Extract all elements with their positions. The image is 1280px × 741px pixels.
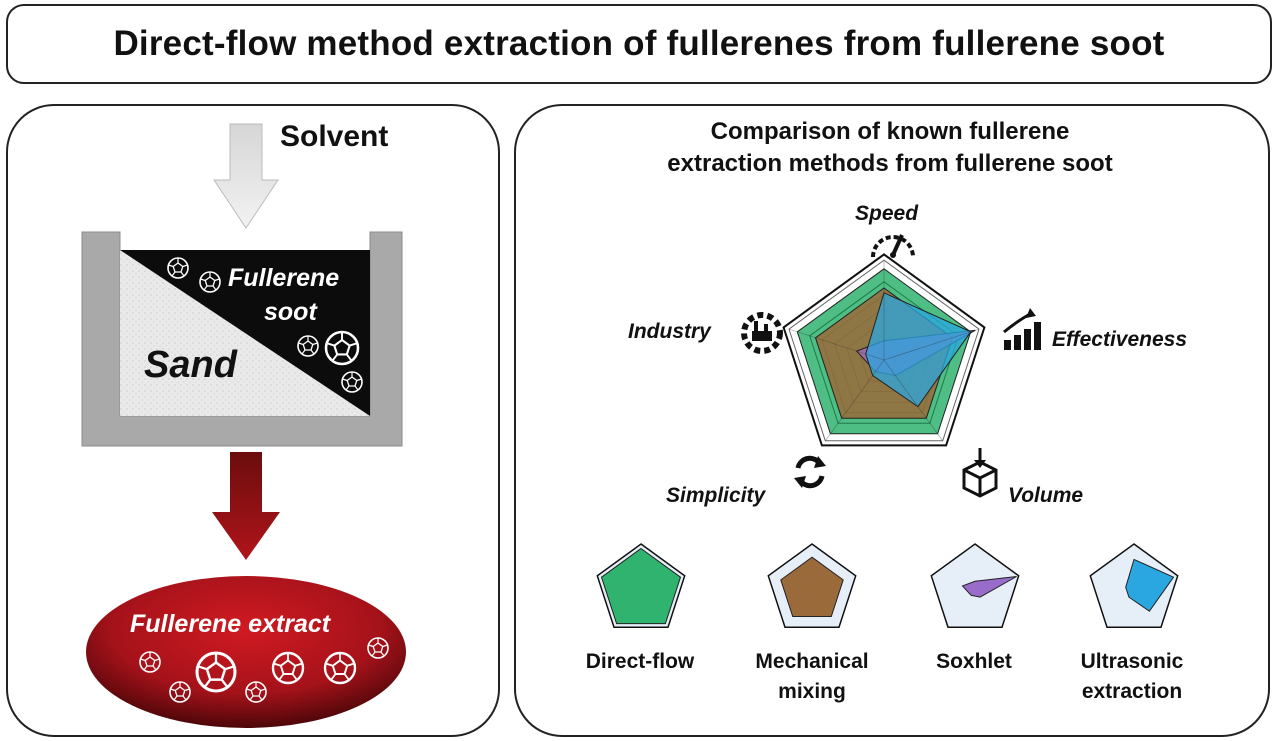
comparison-heading-line2: extraction methods from fullerene soot: [667, 150, 1113, 177]
refresh-cycle-icon: [794, 455, 826, 489]
method-label-ultrasonic: Ultrasonic: [1080, 650, 1184, 673]
axis-label-volume: Volume: [1008, 484, 1084, 507]
growth-bars-icon: [1003, 308, 1041, 350]
radar-spoke: [883, 328, 980, 361]
method-label-mechanical: Mechanical: [755, 650, 869, 673]
radar-series-ultrasonic-extraction: [865, 292, 972, 408]
axis-label-simplicity: Simplicity: [666, 484, 766, 507]
mini-series-2: [780, 556, 844, 617]
title-box: Direct-flow method extraction of fullere…: [6, 4, 1272, 84]
radar-spoke: [825, 359, 885, 441]
box-download-icon: [962, 448, 998, 498]
factory-gear-icon: [741, 312, 783, 354]
comparison-heading-line1: Comparison of known fullerene: [710, 118, 1070, 145]
solvent-arrow: [213, 123, 279, 229]
soot-label-line2: soot: [264, 298, 317, 326]
axis-label-effectiveness: Effectiveness: [1052, 328, 1188, 351]
radar-spoke: [788, 328, 885, 361]
extract-arrow: [212, 452, 280, 560]
radar-series-group: [788, 260, 980, 441]
soot-layer: [120, 250, 370, 416]
axis-label-speed: Speed: [855, 202, 919, 225]
extract-ellipse: [86, 576, 406, 728]
mini-series-1: [600, 547, 682, 625]
mini-chart-group: [596, 543, 1179, 628]
method-label-extraction: extraction: [1081, 680, 1183, 703]
axis-label-industry: Industry: [628, 320, 711, 343]
method-label-direct-flow: Direct-flow: [585, 650, 695, 673]
page-title: Direct-flow method extraction of fullere…: [113, 24, 1165, 63]
mini-series-3: [961, 576, 1017, 598]
extract-label: Fullerene extract: [130, 610, 331, 638]
sand-label: Sand: [144, 344, 237, 386]
method-label-soxhlet: Soxhlet: [936, 650, 1012, 673]
radar-frame-inner: [788, 259, 980, 442]
soot-label-line1: Fullerene: [228, 264, 340, 292]
radar-spoke: [883, 359, 943, 441]
method-label-mixing: mixing: [778, 680, 846, 703]
speedometer-icon: [871, 234, 915, 258]
mini-series-4: [1125, 558, 1175, 612]
solvent-label: Solvent: [280, 120, 389, 153]
